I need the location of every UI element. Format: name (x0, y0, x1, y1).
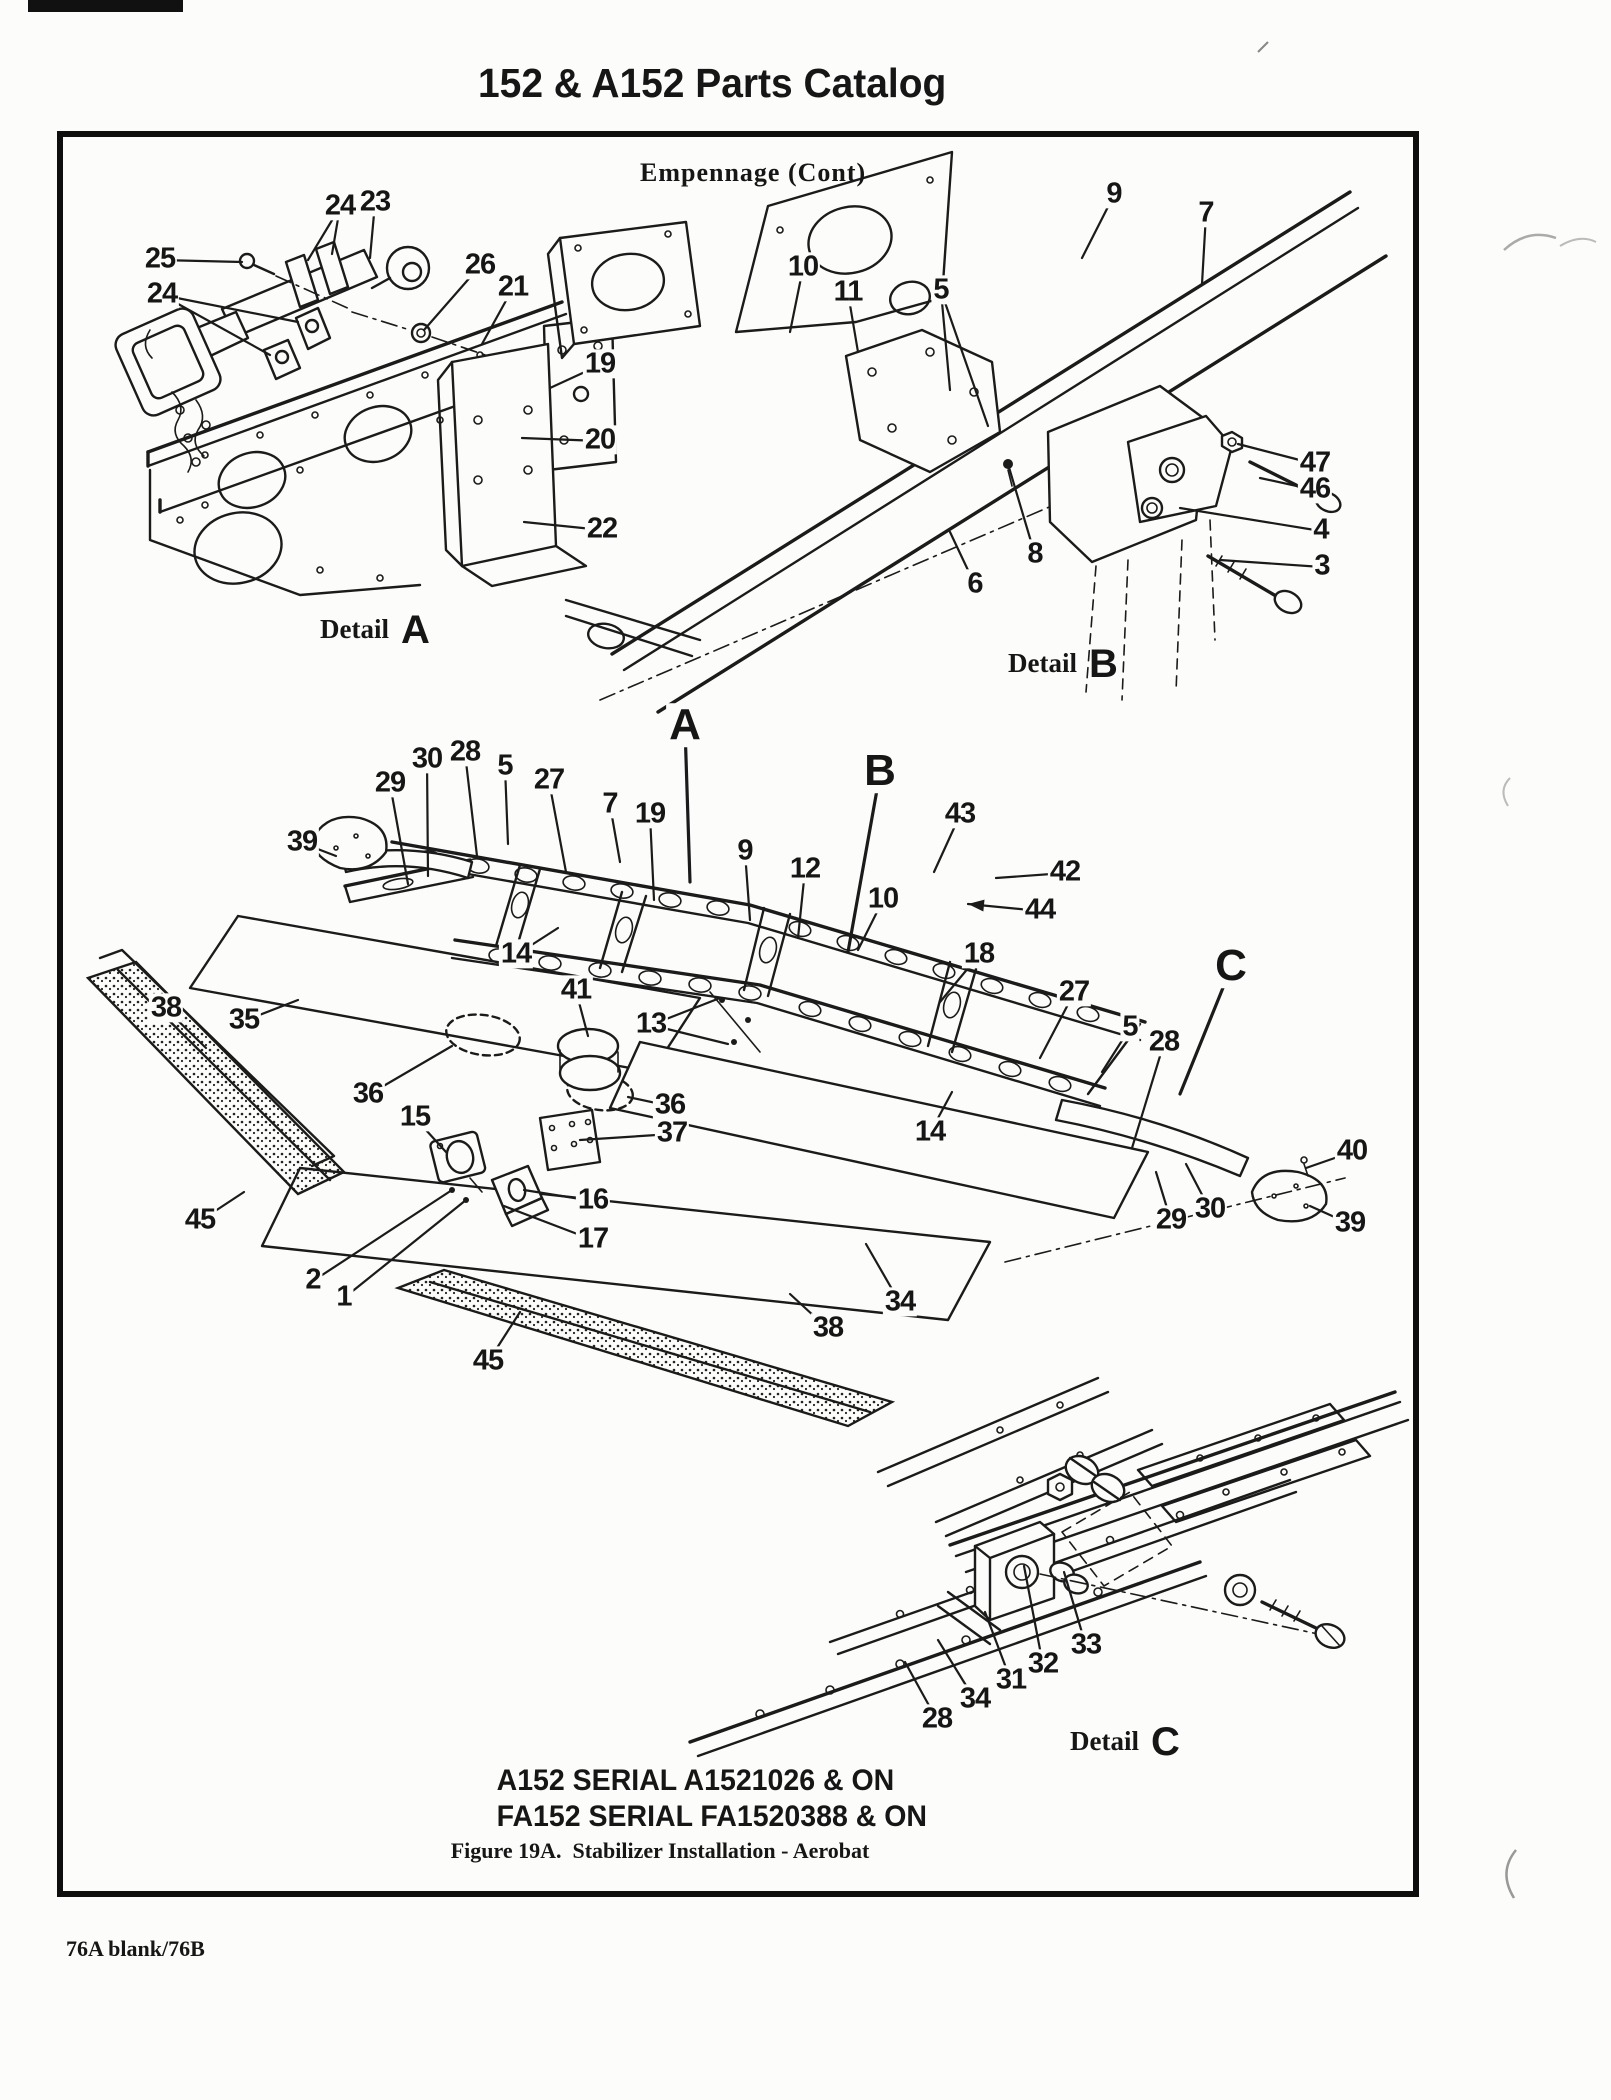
figure-caption: Figure 19A. Stabilizer Installation - Ae… (450, 1838, 870, 1863)
callout-22: 22 (584, 512, 620, 545)
callout-5: 5 (1120, 1010, 1140, 1043)
callout-36: 36 (350, 1077, 386, 1110)
callout-7: 7 (1196, 196, 1216, 229)
callout-21: 21 (495, 270, 531, 303)
callout-12: 12 (787, 852, 823, 885)
callout-24: 24 (322, 189, 358, 222)
detail-letter: C (1150, 1720, 1180, 1764)
callout-38: 38 (810, 1311, 846, 1344)
section-marker-a: A (666, 703, 704, 748)
detail-letter: B (1088, 642, 1118, 686)
detail-word: Detail (320, 614, 389, 644)
callout-45: 45 (470, 1344, 506, 1377)
section-marker-b: B (861, 749, 899, 794)
callout-28: 28 (1146, 1025, 1182, 1058)
section-heading: Empennage (Cont) (640, 158, 867, 187)
callout-38: 38 (148, 991, 184, 1024)
page-title: 152 & A152 Parts Catalog (478, 60, 947, 106)
detail-letter: A (400, 608, 430, 652)
section-marker-c: C (1212, 944, 1250, 989)
detail-label-a: Detail A (320, 608, 430, 653)
main-drawing (85, 815, 1346, 1428)
callout-7: 7 (600, 787, 620, 820)
callout-10: 10 (785, 250, 821, 283)
callout-26: 26 (462, 248, 498, 281)
detail-word: Detail (1070, 1726, 1139, 1756)
callout-30: 30 (409, 742, 445, 775)
callout-30: 30 (1192, 1192, 1228, 1225)
callout-3: 3 (1312, 549, 1332, 582)
callout-35: 35 (226, 1003, 262, 1036)
callout-4: 4 (1311, 513, 1331, 546)
serial-note-line2: FA152 SERIAL FA1520388 & ON (496, 1800, 927, 1833)
callout-25: 25 (142, 242, 178, 275)
callout-34: 34 (957, 1682, 993, 1715)
callout-28: 28 (447, 735, 483, 768)
callout-9: 9 (1104, 177, 1124, 210)
callout-13: 13 (633, 1007, 669, 1040)
callout-19: 19 (582, 347, 618, 380)
callout-45: 45 (182, 1203, 218, 1236)
callout-20: 20 (582, 423, 618, 456)
callout-11: 11 (831, 275, 865, 308)
callout-27: 27 (1056, 975, 1092, 1008)
callout-47: 47 (1297, 446, 1333, 479)
callout-23: 23 (357, 185, 393, 218)
detail-label-c: Detail C (1070, 1720, 1180, 1765)
callout-6: 6 (965, 567, 985, 600)
serial-note-line1: A152 SERIAL A1521026 & ON (496, 1764, 895, 1797)
callout-39: 39 (1332, 1206, 1368, 1239)
callout-41: 41 (558, 973, 594, 1006)
callout-16: 16 (575, 1183, 611, 1216)
callout-32: 32 (1025, 1647, 1061, 1680)
detail-b-drawing (546, 150, 1388, 714)
callout-33: 33 (1068, 1628, 1104, 1661)
callout-1: 1 (334, 1280, 354, 1313)
figure-border (57, 131, 1419, 1897)
callout-36: 36 (652, 1088, 688, 1121)
callout-28: 28 (919, 1702, 955, 1735)
callout-27: 27 (531, 763, 567, 796)
callout-42: 42 (1047, 855, 1083, 888)
callout-29: 29 (372, 766, 408, 799)
detail-label-b: Detail B (1008, 642, 1118, 687)
callout-8: 8 (1025, 537, 1045, 570)
callout-43: 43 (942, 797, 978, 830)
callout-5: 5 (495, 749, 515, 782)
page-footer: 76A blank/76B (66, 1936, 205, 1961)
callout-31: 31 (993, 1663, 1029, 1696)
callout-46: 46 (1297, 472, 1333, 505)
callout-44: 44 (1022, 893, 1058, 926)
scan-artifacts (28, 0, 1597, 1899)
callout-37: 37 (654, 1116, 690, 1149)
detail-c-drawing (688, 1376, 1410, 1758)
detail-word: Detail (1008, 648, 1077, 678)
callout-10: 10 (865, 882, 901, 915)
callout-40: 40 (1334, 1134, 1370, 1167)
callout-14: 14 (498, 937, 534, 970)
callout-5: 5 (931, 273, 951, 306)
callout-9: 9 (735, 834, 755, 867)
callout-39: 39 (284, 825, 320, 858)
callout-17: 17 (575, 1222, 611, 1255)
serial-note: A152 SERIAL A1521026 & ON FA152 SERIAL F… (496, 1763, 927, 1835)
callout-34: 34 (882, 1285, 918, 1318)
callout-24: 24 (144, 277, 180, 310)
callout-19: 19 (632, 797, 668, 830)
callout-29: 29 (1153, 1203, 1189, 1236)
callout-18: 18 (961, 937, 997, 970)
callout-15: 15 (397, 1100, 433, 1133)
callout-2: 2 (303, 1263, 323, 1296)
callout-14: 14 (912, 1115, 948, 1148)
detail-a-drawing (114, 240, 618, 597)
